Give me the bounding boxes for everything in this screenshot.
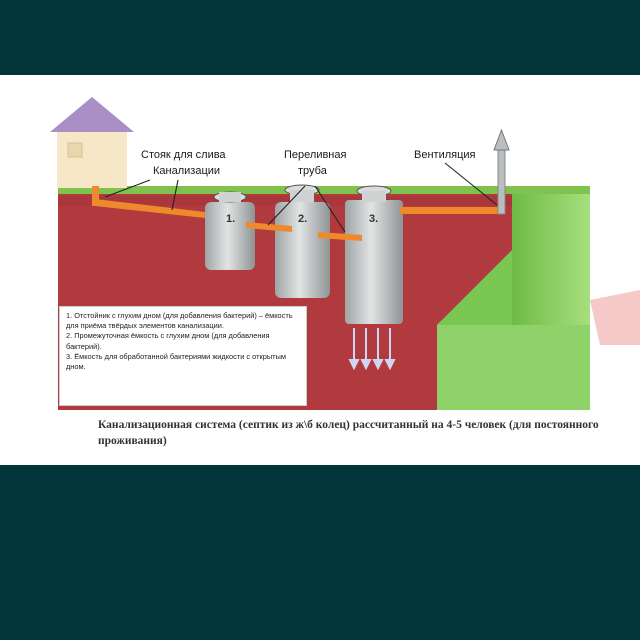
legend-item-1: 1. Отстойник с глухим дном (для добавлен… [66,311,293,331]
vent-pipe [497,147,506,215]
green-block-upper [512,190,590,325]
overflow-pipe-1-2 [246,222,292,232]
soil-fade [590,290,640,345]
inlet-pipe [95,199,205,218]
tank-1-number: 1. [226,213,235,225]
soil-shade [58,196,515,206]
label-overflow-line2: труба [298,165,328,177]
tank-1-neck [219,192,241,202]
legend-item-2: 2. Промежуточная ёмкость с глухим дном (… [66,331,270,351]
legend-box: 1. Отстойник с глухим дном (для добавлен… [59,306,307,406]
house-roof [50,97,134,132]
diagram-caption: Канализационная система (септик из ж\б к… [98,419,599,447]
overflow-pipe-2-3 [318,232,362,241]
vent-cap [493,128,510,151]
vent-pipe-horizontal [400,207,500,214]
grass-strip [58,186,590,194]
tank-1 [205,202,255,270]
green-block-lower [437,325,590,410]
tank-2-number: 2. [298,213,307,225]
label-overflow-line1: Переливная [284,149,346,161]
tank-3-number: 3. [369,213,378,225]
label-ventilation: Вентиляция [414,149,476,161]
house-wall [57,132,127,188]
tank-3-neck [362,191,386,202]
legend-item-3: 3. Ёмкость для обработанной бактериями ж… [66,351,286,372]
house-window [67,142,83,158]
pointer-lines [104,162,498,233]
tank-2-neck [290,190,314,202]
riser-pipe [92,186,99,206]
drain-arrows [348,328,396,371]
green-slope [437,250,512,325]
label-riser-line2: Канализации [153,165,220,177]
label-riser-line1: Стояк для слива [141,149,226,161]
tank-3 [345,200,403,324]
pipes [92,186,500,241]
